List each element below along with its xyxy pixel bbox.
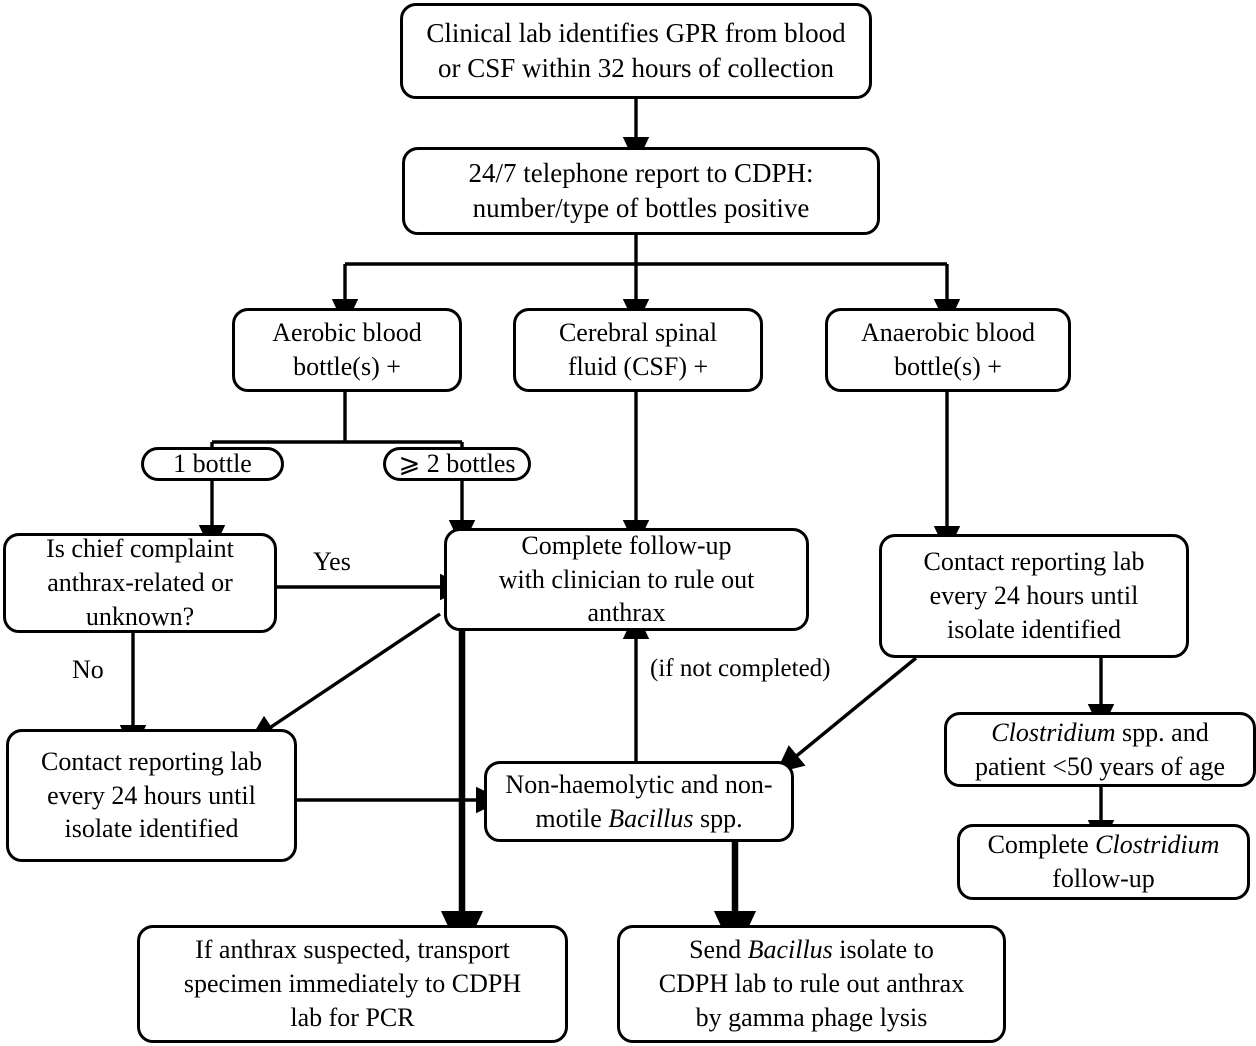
node-telephone-report-label: 24/7 telephone report to CDPH: number/ty… (468, 157, 814, 223)
edge-label-if-not-completed: (if not completed) (650, 655, 831, 683)
node-csf-label: Cerebral spinal fluid (CSF) + (558, 318, 718, 381)
clostridium-genus-italic: Clostridium (991, 717, 1116, 747)
complete-clostridium-italic: Clostridium (1095, 830, 1220, 860)
edge-label-if-not-completed-text: (if not completed) (650, 655, 831, 682)
node-clostridium-spp[interactable]: Clostridium spp. and patient <50 years o… (944, 712, 1256, 787)
pill-two-bottles-label: ⩾ 2 bottles (398, 449, 516, 478)
node-nonhaemolytic-bacillus-label: Non-haemolytic and non- motile Bacillus … (495, 768, 782, 836)
node-nonhaemolytic-bacillus[interactable]: Non-haemolytic and non- motile Bacillus … (484, 761, 794, 842)
node-complete-followup[interactable]: Complete follow-up with clinician to rul… (444, 528, 809, 631)
edge-label-no: No (72, 655, 104, 685)
node-contact-lab-left-label: Contact reporting lab every 24 hours unt… (41, 746, 262, 844)
node-aerobic-blood-label: Aerobic blood bottle(s) + (272, 318, 422, 381)
node-transport-pcr[interactable]: If anthrax suspected, transport specimen… (137, 925, 568, 1043)
node-aerobic-blood[interactable]: Aerobic blood bottle(s) + (232, 308, 462, 392)
complete-clostridium-post: follow-up (1052, 864, 1155, 893)
pill-one-bottle-label: 1 bottle (173, 449, 252, 478)
pill-two-bottles[interactable]: ⩾ 2 bottles (383, 447, 531, 481)
nonhaemolytic-genus-italic: Bacillus (608, 803, 694, 833)
nonhaemolytic-text-post: spp. (693, 803, 743, 833)
edge-label-yes-text: Yes (313, 547, 351, 576)
node-chief-complaint[interactable]: Is chief complaint anthrax-related or un… (3, 533, 277, 633)
send-text-pre: Send (689, 935, 748, 965)
node-transport-pcr-label: If anthrax suspected, transport specimen… (183, 935, 522, 1032)
node-contact-lab-right-label: Contact reporting lab every 24 hours unt… (923, 547, 1145, 644)
node-clostridium-spp-label: Clostridium spp. and patient <50 years o… (965, 716, 1235, 784)
node-contact-lab-left[interactable]: Contact reporting lab every 24 hours unt… (6, 729, 297, 862)
edge-label-yes: Yes (313, 547, 351, 577)
nonhaemolytic-text-pre: Non-haemolytic and non- motile (505, 769, 773, 833)
node-send-bacillus[interactable]: Send Bacillus isolate to CDPH lab to rul… (617, 925, 1006, 1043)
node-clinical-lab-label: Clinical lab identifies GPR from blood o… (426, 17, 846, 83)
send-genus-italic: Bacillus (747, 935, 833, 965)
node-send-bacillus-label: Send Bacillus isolate to CDPH lab to rul… (649, 933, 974, 1034)
node-telephone-report[interactable]: 24/7 telephone report to CDPH: number/ty… (402, 147, 880, 235)
node-anaerobic-blood[interactable]: Anaerobic blood bottle(s) + (825, 308, 1071, 392)
node-csf[interactable]: Cerebral spinal fluid (CSF) + (513, 308, 763, 392)
edge-label-no-text: No (72, 655, 104, 684)
node-complete-clostridium-label: Complete Clostridium follow-up (978, 828, 1230, 896)
node-clinical-lab[interactable]: Clinical lab identifies GPR from blood o… (400, 3, 872, 99)
clostridium-text-post: spp. and patient <50 years of age (974, 717, 1225, 781)
send-text-post: isolate to CDPH lab to rule out anthrax … (658, 935, 965, 1032)
complete-clostridium-pre: Complete (987, 830, 1096, 860)
node-complete-followup-label: Complete follow-up with clinician to rul… (498, 530, 755, 628)
node-chief-complaint-label: Is chief complaint anthrax-related or un… (46, 534, 234, 631)
node-contact-lab-right[interactable]: Contact reporting lab every 24 hours unt… (879, 534, 1189, 658)
pill-one-bottle[interactable]: 1 bottle (141, 447, 284, 481)
node-complete-clostridium[interactable]: Complete Clostridium follow-up (957, 824, 1250, 900)
node-anaerobic-blood-label: Anaerobic blood bottle(s) + (860, 318, 1035, 381)
edge-followup-to-contactlab (248, 612, 441, 743)
